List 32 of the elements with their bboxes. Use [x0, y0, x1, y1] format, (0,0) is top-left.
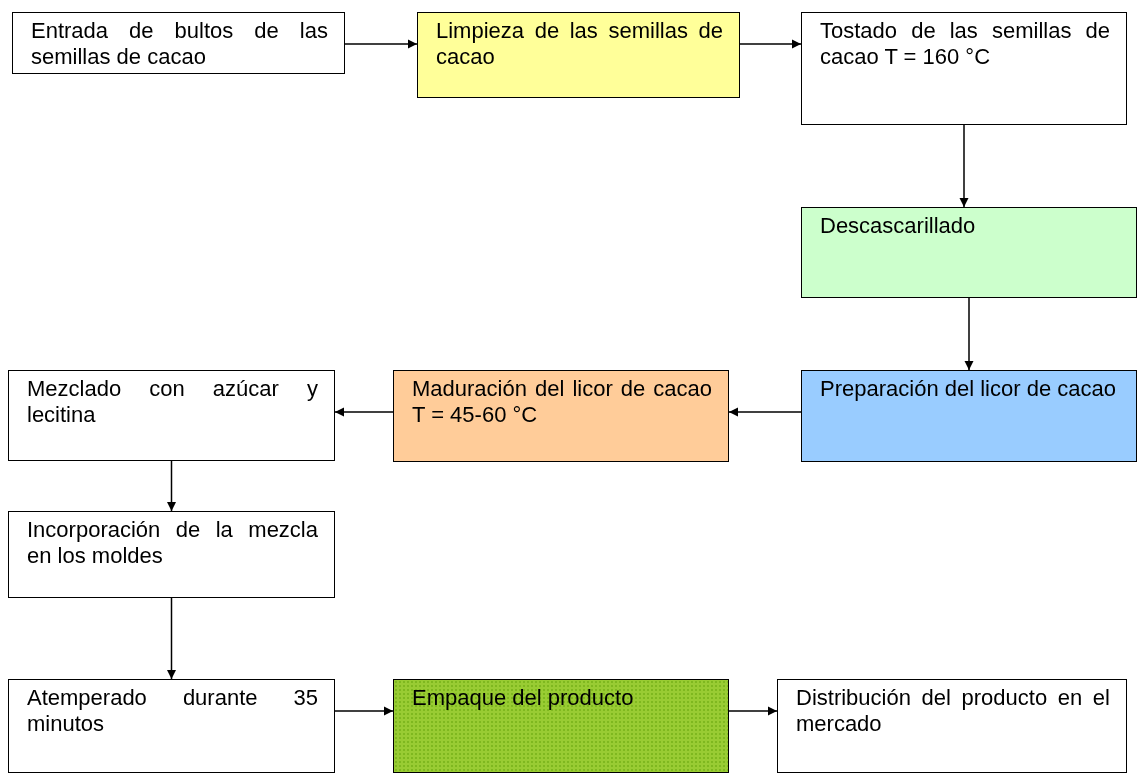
arrow	[167, 460, 177, 512]
process-box	[8, 511, 335, 598]
step-text: Maduración del licor de cacao T = 45-60 °C	[412, 376, 712, 428]
arrow	[167, 597, 177, 680]
step-text: Limpieza de las semillas de cacao	[436, 18, 723, 70]
step-text: Distribución del producto en el mercado	[796, 685, 1110, 737]
process-box	[393, 370, 729, 462]
step-text: Descascarillado	[820, 213, 977, 239]
process-box	[801, 12, 1127, 125]
process-box	[393, 679, 729, 773]
arrow	[728, 407, 802, 417]
step-text: Mezclado con azúcar y lecitina	[27, 376, 318, 428]
process-box	[801, 370, 1137, 462]
arrow	[739, 39, 802, 49]
step-text: Atemperado durante 35 minutos	[27, 685, 318, 737]
arrow	[334, 407, 394, 417]
arrow	[334, 706, 394, 716]
arrow	[344, 39, 418, 49]
step-text: Tostado de las semillas de cacao T = 160 °C	[820, 18, 1110, 70]
arrow	[959, 124, 969, 208]
step-text: Entrada de bultos de las semillas de cacao	[31, 18, 328, 70]
step-text: Empaque del producto	[412, 685, 635, 711]
arrow	[964, 297, 974, 371]
process-box	[777, 679, 1127, 773]
process-box	[8, 370, 335, 461]
process-box	[8, 679, 335, 773]
process-box	[801, 207, 1137, 298]
arrow	[728, 706, 778, 716]
process-box	[12, 12, 345, 74]
process-box	[417, 12, 740, 98]
step-text: Incorporación de la mezcla en los moldes	[27, 517, 318, 569]
step-text: Preparación del licor de cacao	[820, 376, 1117, 402]
